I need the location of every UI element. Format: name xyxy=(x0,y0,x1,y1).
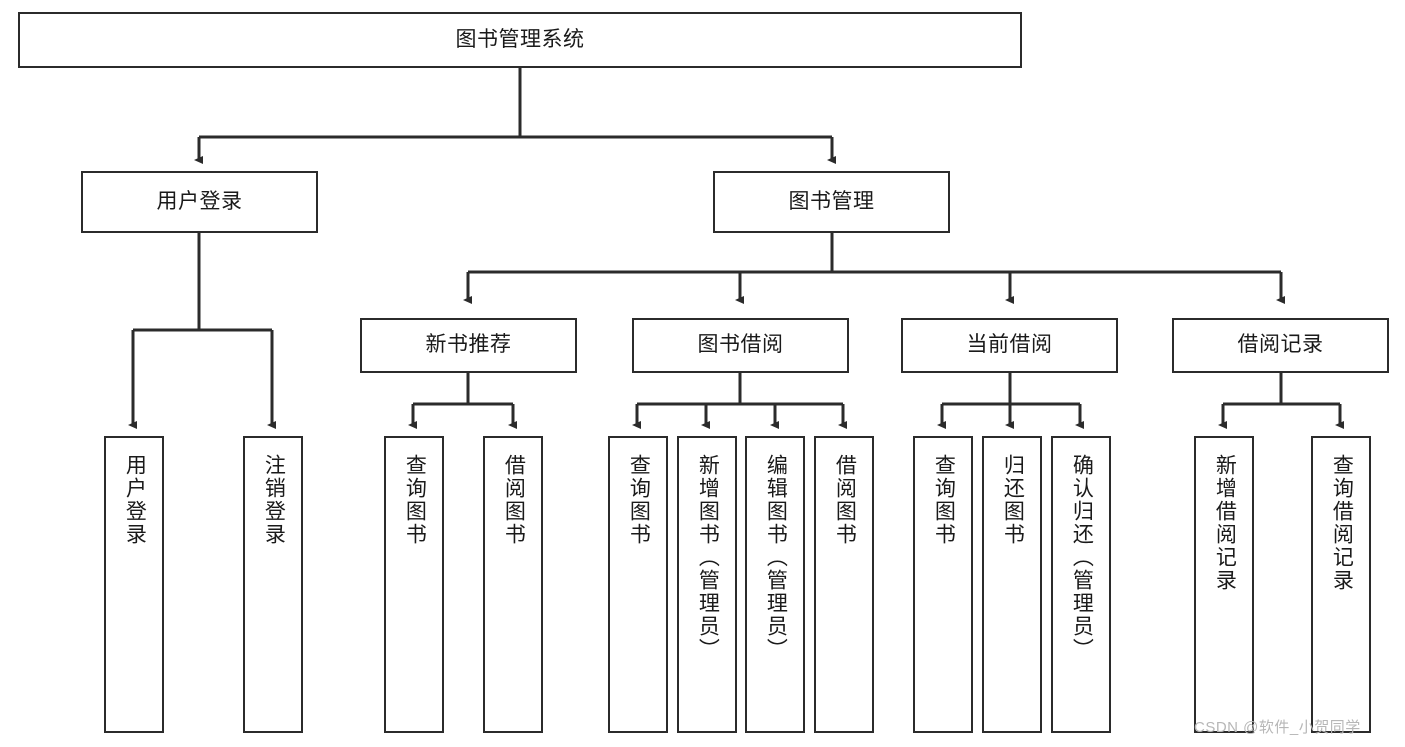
node-book-management[interactable]: 图书管理 xyxy=(713,171,950,233)
node-user-login-label: 用户登录 xyxy=(156,189,243,213)
leaf-confirm-return-admin-label: 确认归还（管理员） xyxy=(1070,454,1094,661)
leaf-query-book-borrow-label: 查询图书 xyxy=(627,454,651,546)
leaf-add-borrow-record-label: 新增借阅记录 xyxy=(1213,454,1237,592)
leaf-borrow-book-label: 借阅图书 xyxy=(833,454,857,546)
node-new-book-recommend[interactable]: 新书推荐 xyxy=(360,318,577,373)
leaf-add-book-admin[interactable]: 新增图书（管理员） xyxy=(677,436,737,733)
node-borrow-record[interactable]: 借阅记录 xyxy=(1172,318,1389,373)
node-borrow-record-label: 借阅记录 xyxy=(1237,333,1324,357)
node-book-management-label: 图书管理 xyxy=(788,189,875,213)
watermark: CSDN @软件_小贺同学 xyxy=(1194,719,1361,736)
leaf-query-book-newbook-label: 查询图书 xyxy=(403,454,427,546)
leaf-return-book-label: 归还图书 xyxy=(1001,454,1025,546)
leaf-logout[interactable]: 注销登录 xyxy=(243,436,303,733)
leaf-confirm-return-admin[interactable]: 确认归还（管理员） xyxy=(1051,436,1111,733)
node-root[interactable]: 图书管理系统 xyxy=(18,12,1022,68)
leaf-query-borrow-record-label: 查询借阅记录 xyxy=(1330,454,1354,592)
node-user-login[interactable]: 用户登录 xyxy=(81,171,318,233)
leaf-return-book[interactable]: 归还图书 xyxy=(982,436,1042,733)
leaf-query-book-current-label: 查询图书 xyxy=(932,454,956,546)
node-book-borrow[interactable]: 图书借阅 xyxy=(632,318,849,373)
leaf-query-borrow-record[interactable]: 查询借阅记录 xyxy=(1311,436,1371,733)
node-current-borrow-label: 当前借阅 xyxy=(966,333,1053,357)
node-root-label: 图书管理系统 xyxy=(455,27,585,51)
leaf-add-book-admin-label: 新增图书（管理员） xyxy=(696,454,720,661)
leaf-user-login[interactable]: 用户登录 xyxy=(104,436,164,733)
node-new-book-recommend-label: 新书推荐 xyxy=(425,333,512,357)
leaf-borrow-book-newbook-label: 借阅图书 xyxy=(502,454,526,546)
node-book-borrow-label: 图书借阅 xyxy=(697,333,784,357)
leaf-query-book-current[interactable]: 查询图书 xyxy=(913,436,973,733)
leaf-query-book-borrow[interactable]: 查询图书 xyxy=(608,436,668,733)
node-current-borrow[interactable]: 当前借阅 xyxy=(901,318,1118,373)
leaf-logout-label: 注销登录 xyxy=(262,454,286,546)
leaf-borrow-book-newbook[interactable]: 借阅图书 xyxy=(483,436,543,733)
leaf-query-book-newbook[interactable]: 查询图书 xyxy=(384,436,444,733)
leaf-add-borrow-record[interactable]: 新增借阅记录 xyxy=(1194,436,1254,733)
leaf-borrow-book[interactable]: 借阅图书 xyxy=(814,436,874,733)
leaf-user-login-label: 用户登录 xyxy=(123,454,147,546)
leaf-edit-book-admin[interactable]: 编辑图书（管理员） xyxy=(745,436,805,733)
leaf-edit-book-admin-label: 编辑图书（管理员） xyxy=(764,454,788,661)
